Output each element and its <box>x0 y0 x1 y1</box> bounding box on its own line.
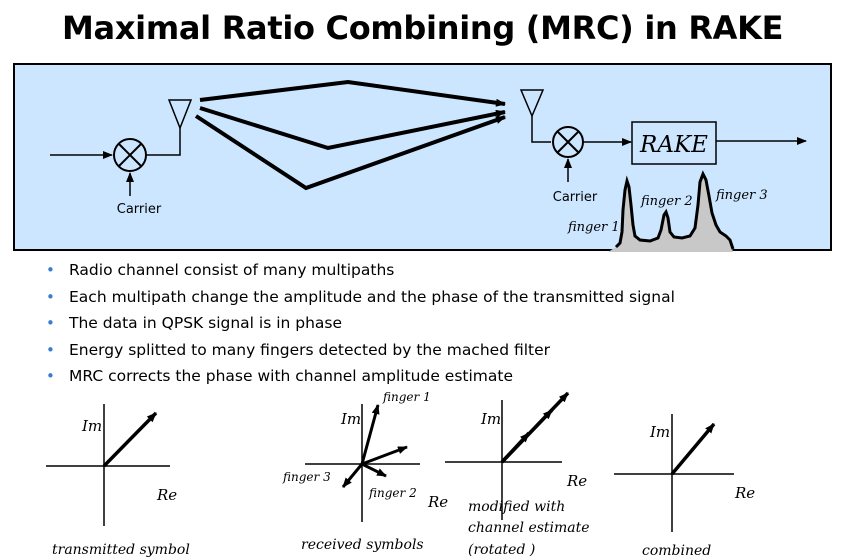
path-2-arrow <box>199 106 506 151</box>
im-label: Im <box>649 423 670 441</box>
tx-feed-line <box>146 128 181 156</box>
multipath-propagation <box>194 79 506 191</box>
rx-feed-line <box>531 116 551 143</box>
finger-2-vector <box>361 445 408 466</box>
finger-2-label: finger 2 <box>640 194 693 209</box>
transmitter: Carrier <box>50 99 193 217</box>
bullet-text: Radio channel consist of many multipaths <box>69 261 395 279</box>
rx-mixer-icon <box>552 126 584 158</box>
tx-mixer-icon <box>113 138 147 172</box>
im-label: Im <box>81 417 102 435</box>
bullet-dot-icon: • <box>46 287 55 306</box>
bullet-text: Each multipath change the amplitude and … <box>69 287 675 306</box>
re-label: Re <box>734 484 755 502</box>
received-finger-3-label: finger 3 <box>282 470 331 484</box>
re-label: Re <box>156 486 177 504</box>
transmitted-symbol-vector <box>102 411 158 468</box>
finger-energy-area <box>608 174 733 252</box>
received-symbols-caption: received symbols <box>301 537 424 553</box>
bullet-item: • The data in QPSK signal is in phase <box>46 311 675 338</box>
received-finger-2-label: finger 2 <box>368 486 417 500</box>
finger-3-label: finger 3 <box>715 188 768 203</box>
bullet-dot-icon: • <box>46 314 55 333</box>
modified-caption-line3: (rotated ) <box>468 542 535 558</box>
phasor-received: Im Re finger 1 finger 2 finger 3 receive… <box>282 390 448 553</box>
bullet-dot-icon: • <box>46 340 55 359</box>
modified-caption-line2: channel estimate <box>468 520 590 536</box>
path-3-arrow <box>194 114 506 191</box>
bullet-dot-icon: • <box>46 367 55 386</box>
bullet-item: • Each multipath change the amplitude and… <box>46 285 675 312</box>
rx-antenna-icon <box>519 89 545 118</box>
finger-energy-curve <box>614 170 735 250</box>
receiver: Carrier RAKE <box>519 89 807 205</box>
phasor-modified: Im Re modified with channel estimate (ro… <box>445 391 590 558</box>
bullet-item: • MRC corrects the phase with channel amp… <box>46 364 675 391</box>
finger-1-vector <box>360 404 380 465</box>
page-title: Maximal Ratio Combining (MRC) in RAKE <box>62 9 784 47</box>
phasor-transmitted: Im Re transmitted symbol <box>46 404 190 558</box>
rx-carrier-label: Carrier <box>553 190 598 205</box>
finger-2b-vector <box>361 462 387 478</box>
rotated-vector-3 <box>500 391 570 464</box>
path-1-arrow <box>199 79 506 107</box>
transmitted-symbol-caption: transmitted symbol <box>52 542 190 558</box>
combined-caption: combined <box>642 543 711 559</box>
finger-1-label: finger 1 <box>567 220 620 235</box>
bullet-text: The data in QPSK signal is in phase <box>69 314 343 333</box>
received-finger-1-label: finger 1 <box>382 390 431 404</box>
re-label: Re <box>427 493 448 511</box>
tx-antenna-icon <box>167 99 193 131</box>
bullet-item: • Radio channel consist of many multipath… <box>46 258 675 285</box>
bullet-item: • Energy splitted to many fingers detecte… <box>46 338 675 365</box>
rake-receiver-box <box>631 121 717 165</box>
re-label: Re <box>566 472 587 490</box>
bullet-list: • Radio channel consist of many multipath… <box>46 258 675 391</box>
im-label: Im <box>480 410 501 428</box>
combined-vector <box>670 422 716 476</box>
bullet-text: Energy splitted to many fingers detected… <box>69 340 551 359</box>
bullet-dot-icon: • <box>46 261 55 279</box>
rake-label: RAKE <box>639 132 708 158</box>
finger-energy-profile: finger 1 finger 2 finger 3 <box>567 170 768 252</box>
finger-3-vector <box>341 463 364 488</box>
bullet-text: MRC corrects the phase with channel ampl… <box>69 367 513 386</box>
modified-caption-line1: modified with <box>468 499 565 515</box>
tx-carrier-label: Carrier <box>117 202 162 217</box>
phasor-combined: Im Re combined <box>614 414 755 559</box>
im-label: Im <box>340 410 361 428</box>
